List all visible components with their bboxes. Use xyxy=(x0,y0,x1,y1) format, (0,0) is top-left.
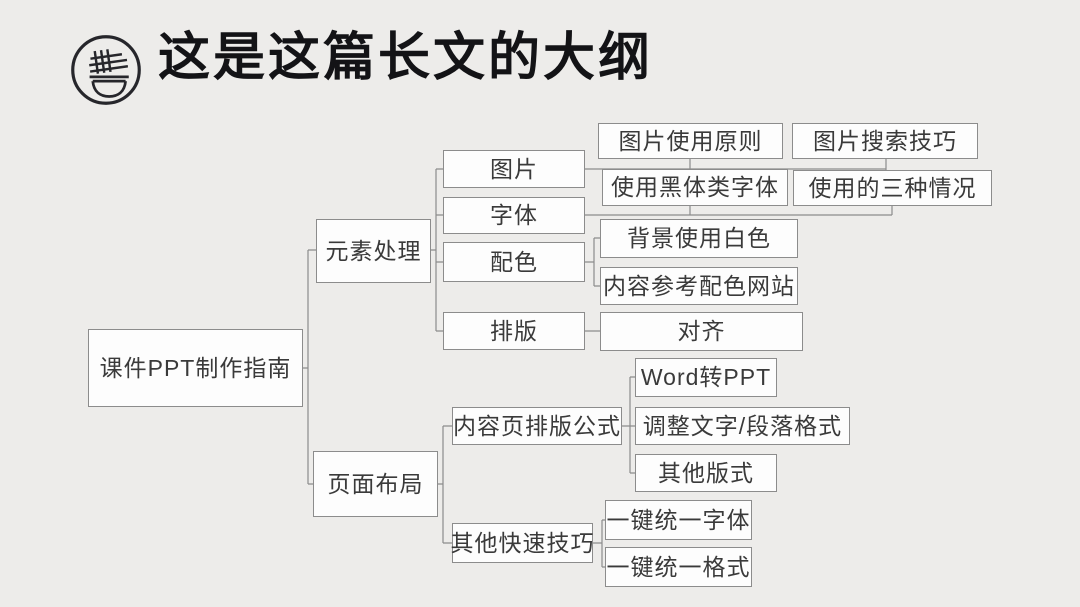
node-color-reference-websites: 内容参考配色网站 xyxy=(600,267,798,305)
node-one-click-unify-fonts: 一键统一字体 xyxy=(605,500,752,540)
node-images: 图片 xyxy=(443,150,585,188)
node-typesetting: 排版 xyxy=(443,312,585,350)
node-color-scheme: 配色 xyxy=(443,242,585,282)
node-image-usage-principles: 图片使用原则 xyxy=(598,123,783,159)
node-three-use-cases: 使用的三种情况 xyxy=(793,170,992,206)
node-one-click-unify-format: 一键统一格式 xyxy=(605,547,752,587)
node-image-search-tips: 图片搜索技巧 xyxy=(792,123,978,159)
node-root-courseware-ppt-guide: 课件PPT制作指南 xyxy=(88,329,303,407)
node-content-page-formula: 内容页排版公式 xyxy=(452,407,622,445)
node-use-heiti-fonts: 使用黑体类字体 xyxy=(602,169,788,206)
page-title: 这是这篇长文的大纲 xyxy=(158,30,654,87)
node-other-layouts: 其他版式 xyxy=(635,454,777,492)
node-white-background: 背景使用白色 xyxy=(600,219,798,258)
noodle-bowl-logo-icon xyxy=(71,35,141,105)
node-adjust-text-paragraph-format: 调整文字/段落格式 xyxy=(635,407,850,445)
node-alignment: 对齐 xyxy=(600,312,803,351)
node-fonts: 字体 xyxy=(443,197,585,234)
node-element-processing: 元素处理 xyxy=(316,219,431,283)
node-other-quick-tips: 其他快速技巧 xyxy=(451,523,594,563)
node-word-to-ppt: Word转PPT xyxy=(635,358,777,397)
node-page-layout: 页面布局 xyxy=(313,451,438,517)
